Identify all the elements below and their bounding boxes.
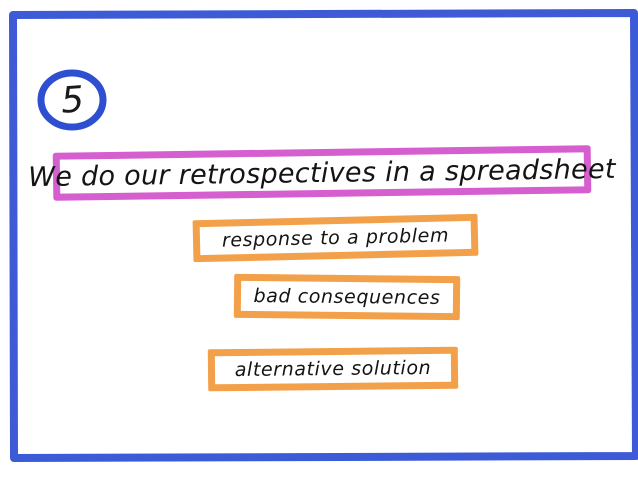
point-response-to-a-problem: response to a problem: [192, 213, 479, 263]
point-bad-consequences: bad consequences: [233, 273, 461, 321]
slide-number: 5: [59, 78, 85, 122]
circle-icon: [37, 69, 107, 131]
slide-title: We do our retrospectives in a spreadshee…: [28, 145, 616, 201]
slide-number-badge: 5: [36, 68, 108, 132]
point-alternative-solution: alternative solution: [207, 346, 459, 392]
